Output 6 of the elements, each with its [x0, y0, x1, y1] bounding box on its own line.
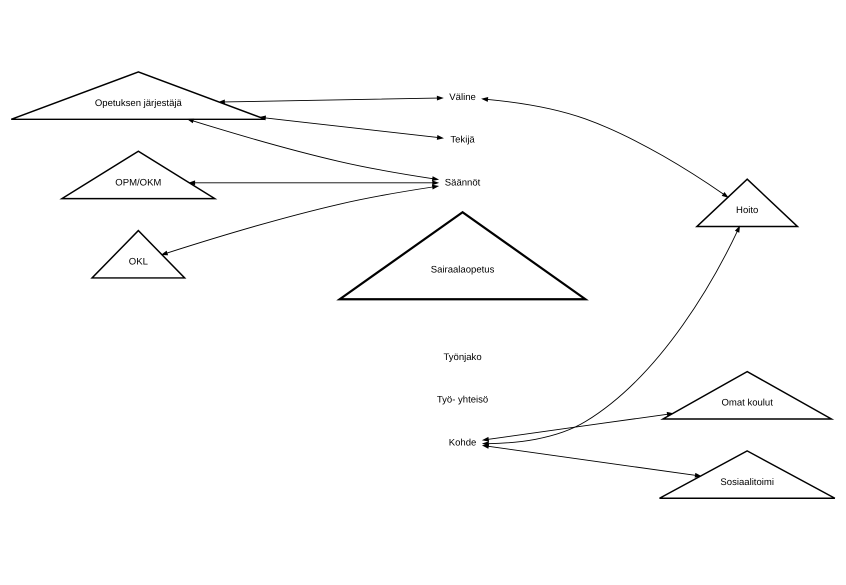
node-text: Työnjako — [443, 352, 482, 363]
node-text: Kohde — [448, 436, 476, 448]
node-text: Työ- yhteisö — [436, 394, 488, 406]
node-text: Väline — [449, 92, 476, 103]
node-text: Säännöt — [444, 176, 480, 188]
node-text: Tekijä — [450, 134, 475, 146]
